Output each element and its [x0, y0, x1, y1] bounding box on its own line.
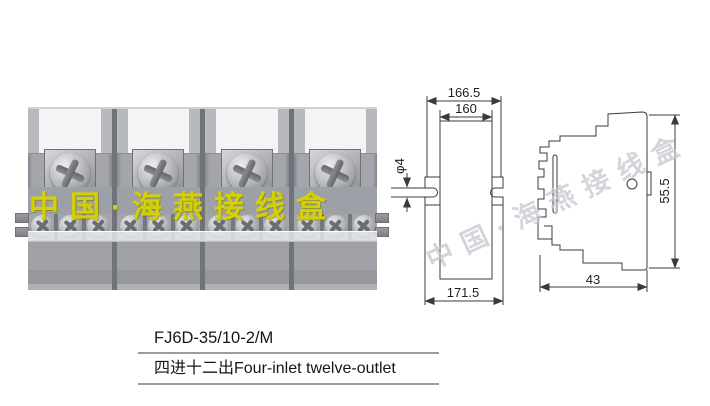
lower-housing: [205, 240, 289, 271]
clear-cover: [293, 109, 377, 154]
mounting-base: [28, 270, 112, 290]
din-clip-tab: [15, 213, 29, 223]
body-band: [293, 187, 377, 214]
lower-housing: [293, 240, 377, 271]
spec-table: FJ6D-35/10-2/M 四进十二出Four-inlet twelve-ou…: [138, 325, 439, 385]
model-text: FJ6D-35/10-2/M: [154, 329, 274, 347]
mounting-base: [116, 270, 200, 290]
clear-cover: [116, 109, 200, 154]
spec-description-row: 四进十二出Four-inlet twelve-outlet: [138, 354, 439, 385]
side-tab-detail: [647, 171, 652, 196]
lower-housing: [116, 240, 200, 271]
lower-housing: [28, 240, 112, 271]
body-band: [205, 187, 289, 214]
dim-label-phi4: φ4: [392, 158, 407, 174]
terminal-section: [293, 109, 377, 290]
terminal-screw-large: [49, 153, 90, 193]
front-right-mounting-ear: [490, 176, 504, 206]
front-body-outline: [439, 120, 493, 280]
clear-cover: [205, 109, 289, 154]
dim-extension-lines: [426, 96, 502, 177]
din-clip-detail: [544, 225, 553, 239]
description-text: 四进十二出Four-inlet twelve-outlet: [154, 360, 396, 377]
body-band: [116, 187, 200, 214]
din-clip-tab: [15, 227, 29, 237]
dim-extension-lines: [424, 205, 504, 305]
dim-label-171-5: 171.5: [447, 285, 480, 300]
body-band: [28, 187, 112, 214]
front-view-drawing: 166.5 160 171.5 φ4: [391, 85, 504, 305]
dim-label-43: 43: [586, 272, 600, 287]
side-view-drawing: 55.5 43: [537, 111, 680, 292]
mounting-base: [205, 270, 289, 290]
side-hole: [626, 178, 638, 190]
dim-label-166-5: 166.5: [448, 85, 481, 100]
side-profile-outline: [537, 111, 648, 271]
din-clip-tab: [375, 213, 389, 223]
photo-watermark-text: 中国·海燕接线盒: [29, 191, 337, 224]
terminal-screw-large: [315, 153, 356, 193]
transparent-cover-strip: [28, 231, 377, 242]
spec-model-row: FJ6D-35/10-2/M: [138, 325, 439, 354]
din-rail-slot: [552, 154, 558, 214]
dim-label-55-5: 55.5: [657, 178, 672, 203]
dim-label-160: 160: [455, 101, 477, 116]
front-left-mounting-ear: [424, 176, 440, 206]
terminal-screw-large: [138, 153, 179, 193]
terminal-screw-large: [226, 153, 267, 193]
clear-cover: [28, 109, 112, 154]
terminal-section: [116, 109, 200, 290]
mounting-base: [293, 270, 377, 290]
product-photo: 中国·海燕接线盒: [15, 105, 389, 292]
dim-leader-lines: [391, 187, 425, 198]
